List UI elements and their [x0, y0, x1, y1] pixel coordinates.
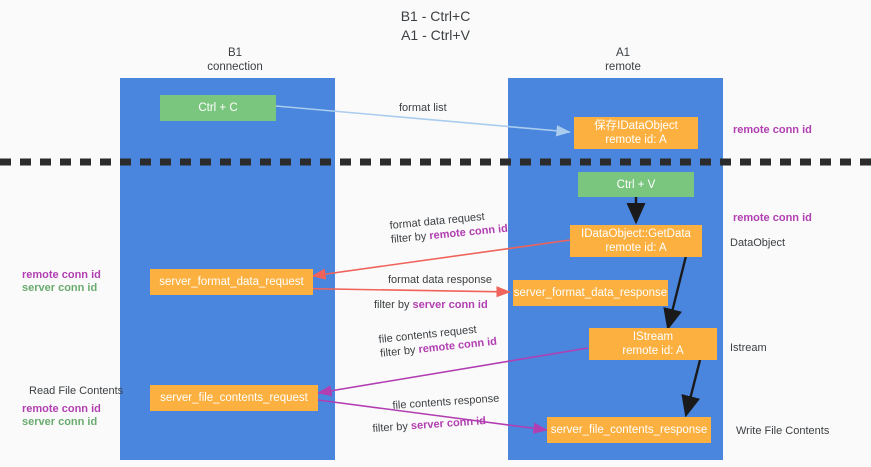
column-header-a1: A1 remote	[508, 46, 738, 74]
annotation-left-read-file-contents: Read File Contents	[29, 385, 124, 397]
edge-label-file-contents-request-filter-prefix: filter by	[379, 343, 420, 360]
node-istream-line-1: IStream	[632, 331, 674, 343]
node-idataobject-getdata[interactable]: IDataObject::GetData remote id: A	[570, 225, 702, 257]
annotation-right-istream: Istream	[730, 342, 767, 354]
edge-label-file-contents-response-text: file contents response	[392, 392, 500, 412]
node-idataobject-getdata-line-2: remote id: A	[605, 242, 667, 254]
annotation-left-remote-conn-id-1: remote conn id	[22, 269, 101, 281]
edge-label-format-data-request: format data request filter by remote con…	[389, 208, 509, 247]
edge-label-format-data-response-filter-prefix: filter by	[374, 299, 413, 311]
node-ctrl-c-label: Ctrl + C	[198, 102, 238, 114]
node-server-file-contents-request-label: server_file_contents_request	[160, 392, 308, 404]
node-ctrl-c[interactable]: Ctrl + C	[160, 95, 276, 121]
column-header-b1-name: B1	[227, 47, 243, 59]
node-server-format-data-request-label: server_format_data_request	[159, 276, 304, 288]
page-title-line-2: A1 - Ctrl+V	[401, 27, 470, 43]
node-server-file-contents-response-label: server_file_contents_response	[550, 424, 708, 436]
column-header-a1-name: A1	[615, 47, 631, 59]
annotation-left-server-conn-id-1: server conn id	[22, 282, 98, 294]
edge-label-file-contents-response-filter-prefix: filter by	[372, 420, 412, 435]
edge-label-format-list: format list	[399, 101, 447, 115]
annotation-left-remote-conn-id-2: remote conn id	[22, 403, 101, 415]
node-save-idataobject-line-1: 保存IDataObject	[594, 120, 678, 132]
node-istream-line-2: remote id: A	[622, 345, 684, 357]
edge-label-format-list-text: format list	[399, 102, 447, 114]
node-istream[interactable]: IStream remote id: A	[589, 328, 717, 360]
node-server-file-contents-request[interactable]: server_file_contents_request	[150, 385, 318, 411]
annotation-right-remote-conn-id-mid: remote conn id	[733, 212, 812, 224]
node-server-format-data-response-label: server_format_data_response	[513, 287, 668, 299]
edge-label-file-contents-response: file contents response	[392, 392, 500, 413]
edge-label-format-data-response-filter: filter by server conn id	[374, 298, 488, 312]
edge-label-format-data-request-filter-prefix: filter by	[390, 230, 430, 246]
node-server-file-contents-response[interactable]: server_file_contents_response	[547, 417, 711, 443]
column-header-b1: B1 connection	[120, 46, 350, 74]
node-ctrl-v[interactable]: Ctrl + V	[578, 172, 694, 197]
page-title-line-1: B1 - Ctrl+C	[400, 8, 471, 24]
annotation-right-write-file-contents: Write File Contents	[736, 425, 830, 437]
edge-label-file-contents-response-filter-key: server conn id	[410, 415, 487, 433]
edge-label-format-data-response-filter-key: server conn id	[412, 299, 488, 311]
annotation-right-dataobject: DataObject	[730, 237, 786, 249]
node-ctrl-v-label: Ctrl + V	[616, 178, 656, 191]
edge-label-format-data-response: format data response	[388, 273, 492, 287]
page-title: B1 - Ctrl+C A1 - Ctrl+V	[0, 7, 871, 45]
node-save-idataobject[interactable]: 保存IDataObject remote id: A	[574, 117, 698, 149]
edge-label-format-data-response-text: format data response	[388, 274, 492, 286]
column-header-a1-sub: remote	[605, 61, 641, 73]
node-server-format-data-response[interactable]: server_format_data_response	[513, 280, 668, 306]
edge-label-file-contents-response-filter: filter by server conn id	[372, 414, 486, 436]
column-header-b1-sub: connection	[207, 61, 263, 73]
node-idataobject-getdata-line-1: IDataObject::GetData	[581, 228, 691, 240]
node-server-format-data-request[interactable]: server_format_data_request	[150, 269, 313, 295]
annotation-left-server-conn-id-2: server conn id	[22, 416, 98, 428]
annotation-right-remote-conn-id-top: remote conn id	[733, 124, 812, 136]
node-save-idataobject-line-2: remote id: A	[605, 134, 667, 146]
edge-label-file-contents-request: file contents request filter by remote c…	[378, 321, 498, 361]
